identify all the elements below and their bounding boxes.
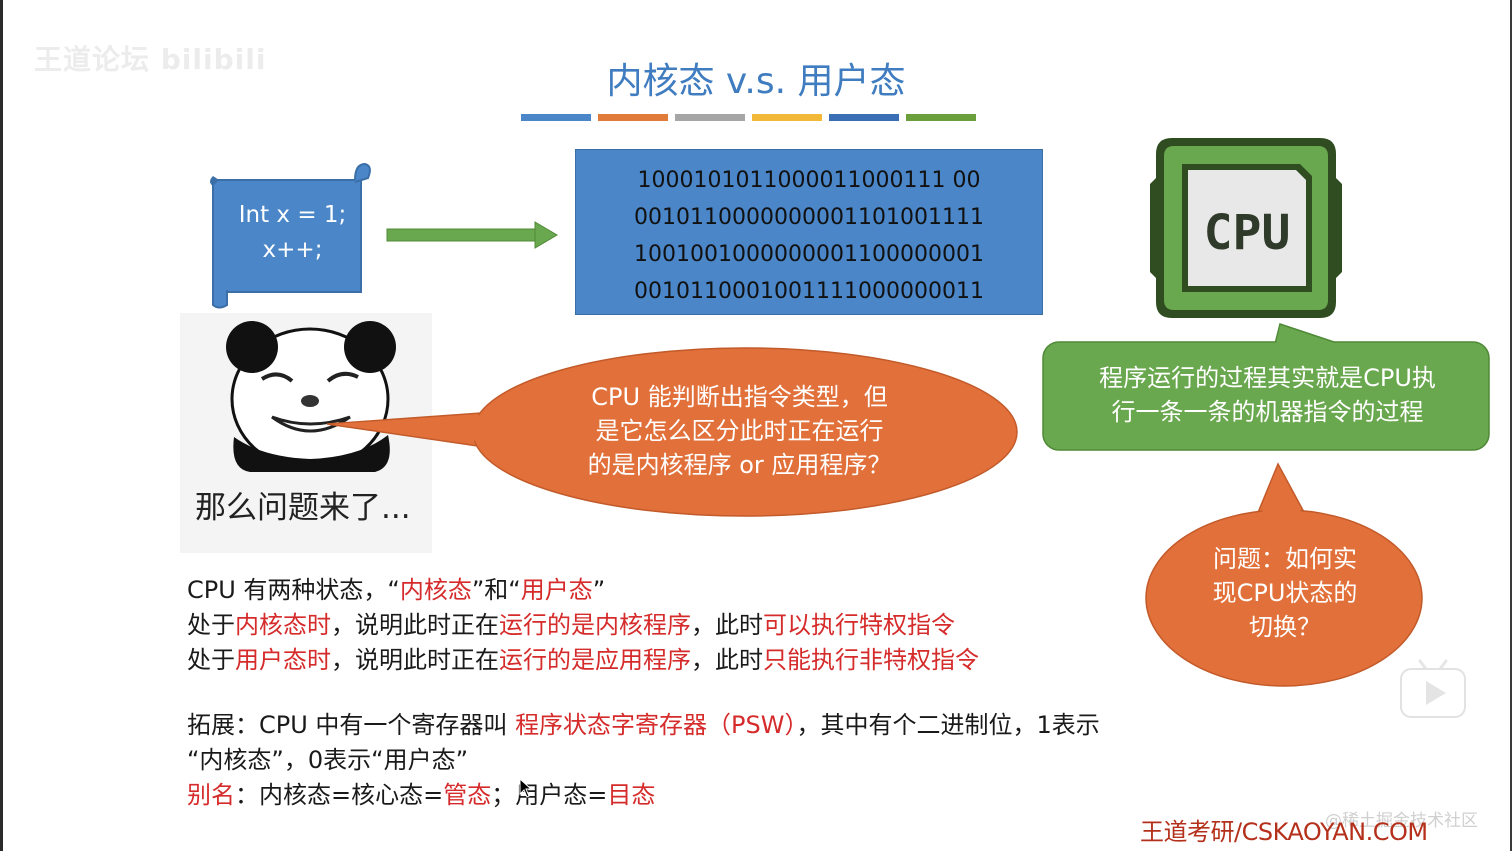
user-mode-term: 用户态 [520, 576, 593, 604]
alias-label: 别名 [187, 781, 235, 809]
window-right-edge [1510, 0, 1512, 851]
meme-caption: 那么问题来了... [195, 490, 411, 526]
text-fragment: ，说明此时正在 [331, 646, 499, 674]
highlight-text: 可以执行特权指令 [763, 611, 955, 639]
text-fragment: “内核态”，0表示“用户态” [187, 746, 469, 774]
question-bubble-shape [1145, 462, 1423, 687]
text-fragment: 处于 [187, 646, 235, 674]
highlight-text: 管态 [443, 781, 492, 809]
color-segment [829, 114, 899, 121]
question-bubble-text: 问题：如何实 现CPU状态的 切换？ [1180, 542, 1390, 644]
play-button-icon[interactable] [1398, 655, 1468, 721]
code-snippet: Int x = 1; x++; [205, 198, 380, 268]
green-callout-text: 程序运行的过程其实就是CPU执 行一条一条的机器指令的过程 [1055, 361, 1480, 429]
orange-callout-text: CPU 能判断出指令类型，但 是它怎么区分此时正在运行 的是内核程序 or 应用… [532, 380, 947, 482]
color-segment [752, 114, 822, 121]
text-fragment: ，说明此时正在 [331, 611, 499, 639]
color-segment [675, 114, 745, 121]
highlight-text: 内核态时 [235, 611, 331, 639]
mouse-cursor-icon [519, 778, 533, 798]
highlight-text: 目态 [607, 781, 656, 809]
text-fragment: CPU 有两种状态，“ [187, 576, 400, 604]
highlight-text: 只能执行非特权指令 [763, 646, 979, 674]
green-callout-line: 程序运行的过程其实就是CPU执 [1099, 364, 1436, 392]
question-line: 问题：如何实 [1213, 545, 1357, 573]
psw-extension-line: 拓展：CPU 中有一个寄存器叫 程序状态字寄存器（PSW），其中有个二进制位，1… [187, 705, 1100, 740]
code-scroll-shape [210, 162, 371, 309]
psw-extension-line-2: “内核态”，0表示“用户态” [187, 740, 468, 775]
question-line: 切换？ [1249, 613, 1321, 641]
binary-line: 1000101011000011000111 00 [637, 168, 981, 193]
alias-line: 别名：内核态=核心态=管态；用户态=目态 [187, 775, 655, 810]
kernel-mode-term: 内核态 [399, 576, 472, 604]
binary-line: 0010110001001111000000011 [634, 279, 984, 304]
text-fragment: ：内核态=核心态= [235, 781, 444, 809]
text-fragment: ；用户态= [491, 781, 608, 809]
color-segment [906, 114, 976, 121]
orange-callout-line: CPU 能判断出指令类型，但 [591, 383, 888, 411]
highlight-text: 运行的是应用程序 [499, 646, 691, 674]
cpu-chip-icon: CPU [1150, 138, 1342, 318]
orange-callout-line: 是它怎么区分此时正在运行 [595, 417, 884, 445]
question-line: 现CPU状态的 [1212, 579, 1358, 607]
window-left-edge [0, 0, 3, 851]
title-color-bar [521, 114, 976, 121]
code-line-1: Int x = 1; [238, 202, 347, 228]
slide-title: 内核态 v.s. 用户态 [606, 61, 906, 102]
color-segment [598, 114, 668, 121]
binary-line: 0010110000000001101001111 [634, 205, 984, 230]
orange-callout-line: 的是内核程序 or 应用程序？ [587, 451, 892, 479]
color-segment [521, 114, 591, 121]
cpu-two-states-line: CPU 有两种状态，“内核态”和“用户态” [187, 570, 605, 605]
highlight-text: 运行的是内核程序 [499, 611, 691, 639]
right-arrow-icon [386, 221, 558, 249]
juejin-watermark: @稀土掘金技术社区 [1325, 811, 1478, 831]
highlight-text: 用户态时 [235, 646, 331, 674]
cpu-label: CPU [1204, 205, 1291, 261]
machine-code-box: 1000101011000011000111 00 00101100000000… [575, 149, 1043, 315]
text-fragment: ”和“ [471, 576, 521, 604]
text-fragment: ” [592, 576, 606, 604]
psw-term: 程序状态字寄存器（PSW） [515, 711, 797, 739]
panda-face-icon [226, 321, 396, 472]
text-fragment: ，其中有个二进制位，1表示 [796, 711, 1100, 739]
text-fragment: ，此时 [691, 611, 763, 639]
text-fragment: 处于 [187, 611, 235, 639]
footer-brand: 王道考研/CSKAOYAN.COM [1140, 818, 1428, 846]
kernel-mode-line: 处于内核态时，说明此时正在运行的是内核程序，此时可以执行特权指令 [187, 605, 955, 640]
machine-code-lines: 1000101011000011000111 00 00101100000000… [576, 162, 1042, 310]
user-mode-line: 处于用户态时，说明此时正在运行的是应用程序，此时只能执行非特权指令 [187, 640, 979, 675]
green-callout-line: 行一条一条的机器指令的过程 [1111, 398, 1424, 426]
orange-callout-shape [326, 347, 1018, 517]
text-fragment: ，此时 [691, 646, 763, 674]
green-callout-shape [1042, 323, 1490, 451]
bilibili-watermark: 王道论坛 bilibili [34, 43, 267, 76]
text-fragment: 拓展：CPU 中有一个寄存器叫 [187, 711, 516, 739]
code-line-2: x++; [262, 237, 323, 263]
binary-line: 1001001000000001100000001 [634, 242, 984, 267]
